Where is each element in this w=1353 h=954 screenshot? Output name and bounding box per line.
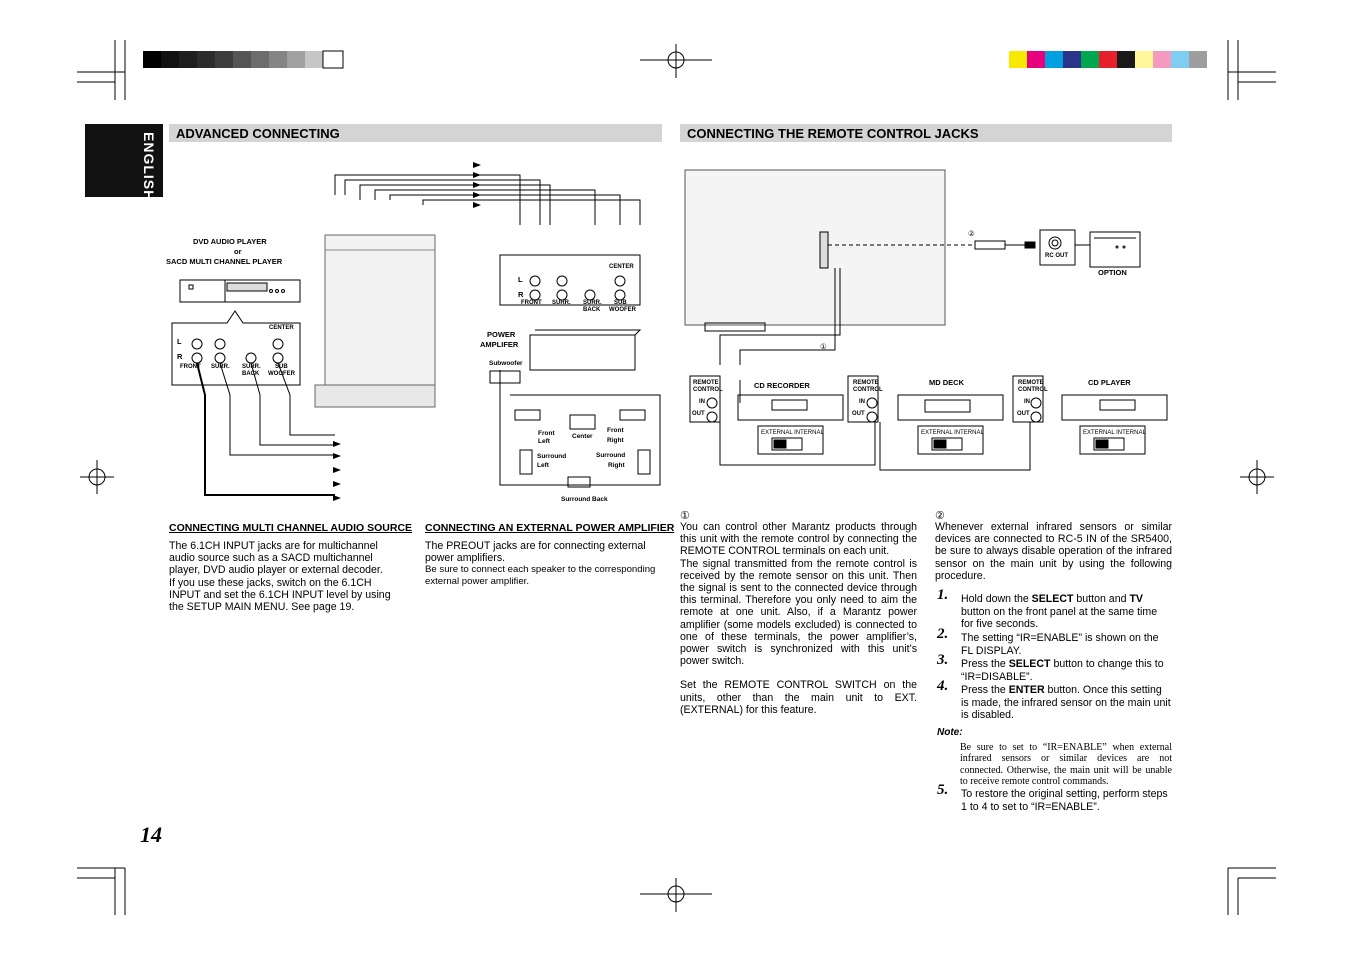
remote-col1-text: You can control other Marantz products t… (680, 521, 917, 716)
page-number: 14 (140, 822, 162, 847)
remote-col1-para2: The signal transmitted from the remote c… (680, 557, 917, 668)
md-deck-label: MD DECK (929, 378, 964, 387)
rc2-in: IN (859, 399, 865, 405)
advanced-connecting-diagram (171, 162, 661, 501)
multi-channel-heading: CONNECTING MULTI CHANNEL AUDIO SOURCE (169, 522, 413, 534)
dvd-label-line2: or (234, 247, 242, 256)
cd-recorder-label: CD RECORDER (754, 381, 810, 390)
rc3-out: OUT (1017, 411, 1030, 417)
front-right-label-1: Front (607, 427, 624, 434)
amp-l-label: L (518, 275, 523, 284)
multi-channel-text: The 6.1CH INPUT jacks are for multichann… (169, 540, 406, 613)
rc1-label-2: CONTROL (693, 387, 723, 393)
marker-2-diagram: ② (968, 229, 975, 238)
power-amp-text: The PREOUT jacks are for connecting exte… (425, 540, 662, 587)
surround-right-label-2: Right (608, 462, 625, 469)
rc1-out: OUT (692, 411, 705, 417)
remote-marker-2: ② (935, 510, 945, 522)
amp-sub-1: SUB (614, 300, 627, 306)
surround-back-label: Surround Back (561, 496, 608, 503)
dvd-surr-label: SURR. (211, 364, 230, 370)
advanced-connecting-title: ADVANCED CONNECTING (176, 126, 340, 141)
front-left-label-2: Left (538, 438, 550, 445)
rc2-out: OUT (852, 411, 865, 417)
multi-channel-para2: If you use these jacks, switch on the 6.… (169, 576, 391, 614)
power-amp-para1: The PREOUT jacks are for connecting exte… (425, 540, 646, 565)
rc-out-label: RC OUT (1045, 253, 1068, 259)
dvd-sub-label-1: SUB (275, 364, 288, 370)
subwoofer-label: Subwoofer (489, 360, 523, 367)
front-left-label-1: Front (538, 430, 555, 437)
step-4-text: Press the ENTER button. Once this settin… (961, 684, 1171, 722)
ext-int-label-1: EXTERNAL INTERNAL (761, 430, 824, 436)
surround-right-label-1: Surround (596, 452, 626, 459)
dvd-surr-back-label-1: SURR. (242, 364, 261, 370)
step-3-text: Press the SELECT button to change this t… (961, 658, 1164, 683)
step-1-number: 1. (937, 587, 949, 603)
dvd-front-label: FRONT (180, 364, 201, 370)
marker-1-diagram: ① (820, 342, 827, 351)
dvd-label-line3: SACD MULTI CHANNEL PLAYER (166, 257, 283, 266)
amp-sub-2: WOOFER (609, 307, 636, 313)
amp-center-label: CENTER (609, 264, 634, 270)
remote-marker-1: ① (680, 510, 690, 522)
rc1-label-1: REMOTE (693, 380, 719, 386)
note-text: Be sure to set to “IR=ENABLE” when exter… (960, 742, 1172, 788)
dvd-l-label: L (177, 337, 182, 346)
dvd-label-line1: DVD AUDIO PLAYER (193, 237, 267, 246)
remote-control-header: CONNECTING THE REMOTE CONTROL JACKS (680, 124, 1172, 142)
rc1-in: IN (699, 399, 705, 405)
power-amp-para2: Be sure to connect each speaker to the c… (425, 564, 656, 587)
language-tab: ENGLISH (85, 124, 163, 201)
remote-control-title: CONNECTING THE REMOTE CONTROL JACKS (687, 126, 979, 141)
step-5-number: 5. (937, 782, 949, 798)
surround-left-label-1: Surround (537, 453, 567, 460)
advanced-connecting-header: ADVANCED CONNECTING (169, 124, 662, 142)
rc2-label-2: CONTROL (853, 387, 883, 393)
rc3-in: IN (1024, 399, 1030, 405)
step-2-text: The setting “IR=ENABLE” is shown on the … (961, 632, 1159, 657)
amp-surr-back-1: SURR. (583, 300, 602, 306)
rc2-label-1: REMOTE (853, 380, 879, 386)
cd-player-label: CD PLAYER (1088, 378, 1131, 387)
note-heading: Note: (937, 727, 963, 738)
dvd-sub-label-2: WOOFER (268, 371, 295, 377)
step-5-text: To restore the original setting, perform… (961, 788, 1168, 813)
rc3-label-1: REMOTE (1018, 380, 1044, 386)
step-1-text: Hold down the SELECT button and TV butto… (961, 593, 1158, 631)
step-2-number: 2. (937, 626, 949, 642)
remote-control-diagram (684, 169, 1168, 471)
power-amp-label-2: AMPLIFER (480, 340, 519, 349)
dvd-center-label: CENTER (269, 325, 294, 331)
multi-channel-para1: The 6.1CH INPUT jacks are for multichann… (169, 540, 383, 577)
amp-surr-back-2: BACK (583, 307, 601, 313)
center-speaker-label: Center (572, 433, 593, 440)
remote-col1-para1: You can control other Marantz products t… (680, 521, 917, 558)
language-tab-label: ENGLISH (141, 132, 157, 202)
option-label: OPTION (1098, 268, 1127, 277)
rc3-label-2: CONTROL (1018, 387, 1048, 393)
power-amp-heading: CONNECTING AN EXTERNAL POWER AMPLIFIER (425, 522, 675, 534)
step-3-number: 3. (937, 652, 949, 668)
step-4-number: 4. (937, 678, 949, 694)
front-right-label-2: Right (607, 437, 624, 444)
dvd-r-label: R (177, 352, 183, 361)
dvd-surr-back-label-2: BACK (242, 371, 260, 377)
remote-col1-para3: Set the REMOTE CONTROL SWITCH on the uni… (680, 679, 917, 716)
amp-front-label: FRONT (521, 300, 542, 306)
power-amp-label-1: POWER (487, 330, 516, 339)
amp-r-label: R (518, 290, 524, 299)
ext-int-label-2: EXTERNAL INTERNAL (921, 430, 984, 436)
remote-col2-intro: Whenever external infrared sensors or si… (935, 521, 1172, 582)
surround-left-label-2: Left (537, 462, 549, 469)
ext-int-label-3: EXTERNAL INTERNAL (1083, 430, 1146, 436)
amp-surr-label: SURR. (552, 300, 571, 306)
